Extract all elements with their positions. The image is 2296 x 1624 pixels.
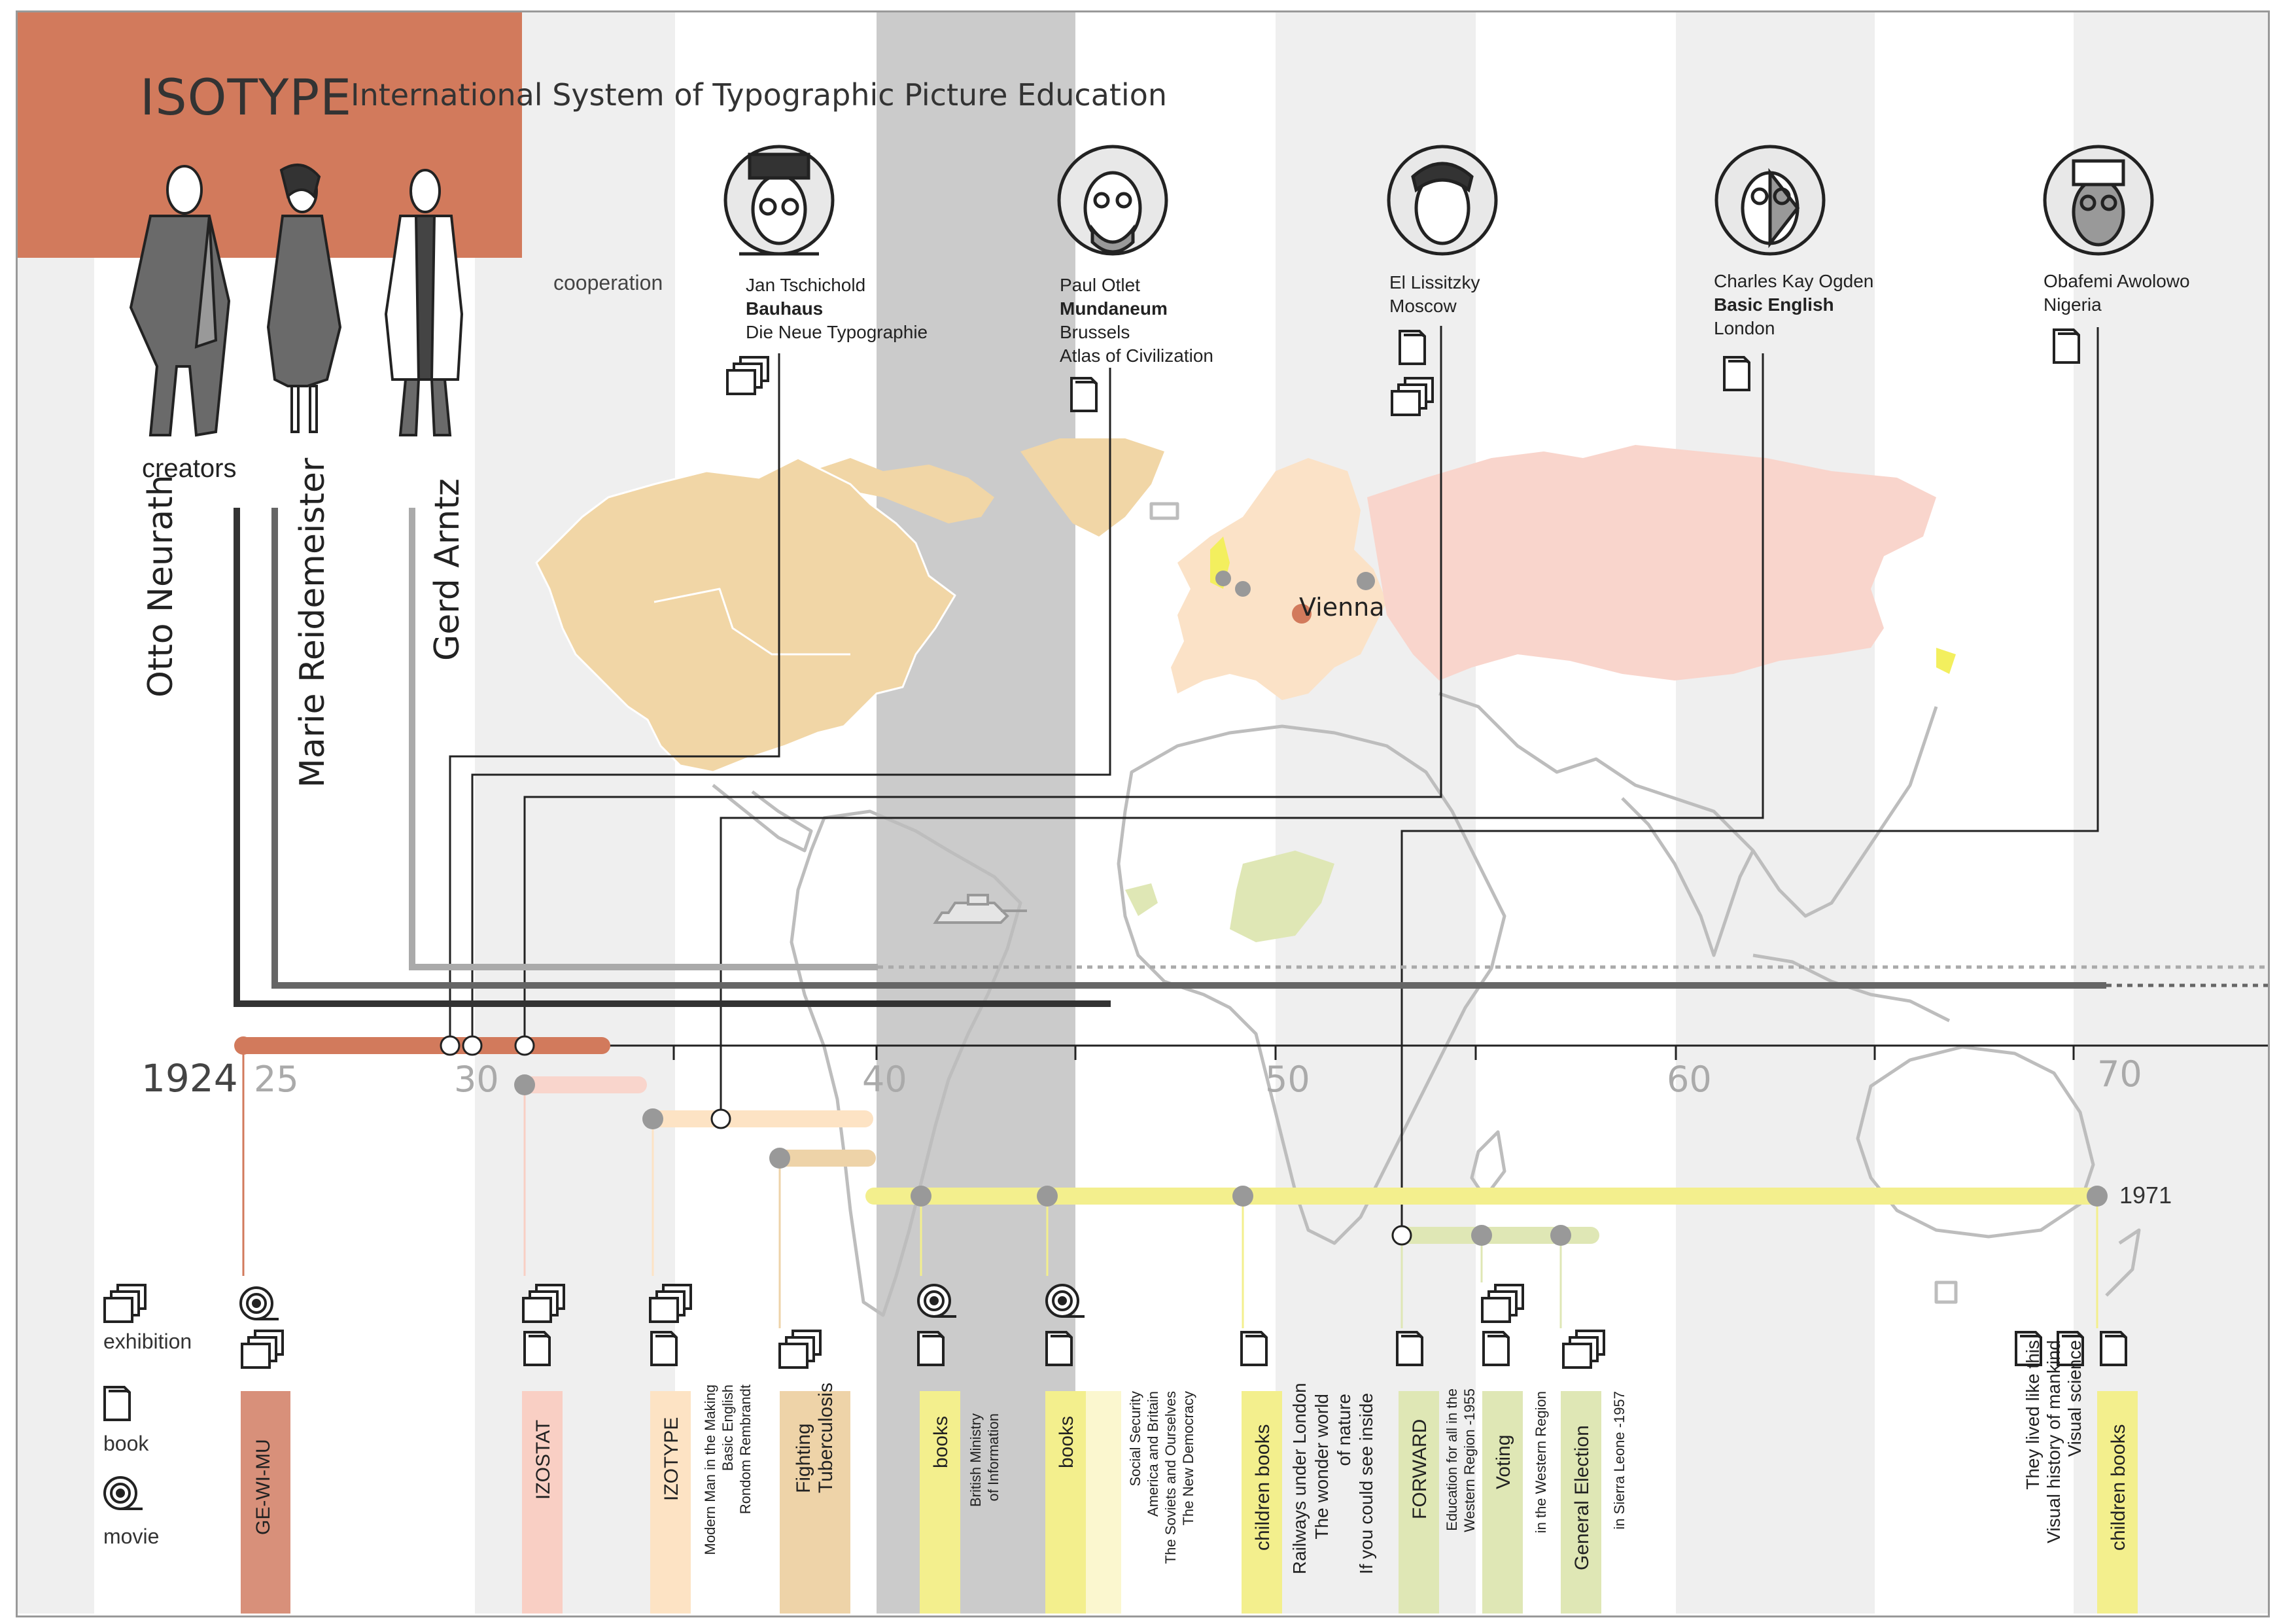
map-central-america [712, 784, 813, 853]
map-greenland [1020, 438, 1164, 537]
coop-name: Jan Tschichold [746, 275, 866, 295]
tick-label: 40 [862, 1059, 907, 1100]
city-dot [1215, 571, 1231, 586]
drop-lines [242, 1046, 2098, 1328]
project-label-block [920, 1391, 960, 1614]
vienna-dot [1292, 604, 1312, 624]
map-russia [1367, 445, 1936, 680]
page-subtitle: International System of Typographic Pict… [351, 77, 1167, 113]
project-label-block [1242, 1391, 1282, 1614]
page-frame [16, 10, 2270, 1617]
legend-exhibition-label: exhibition [103, 1330, 192, 1353]
tick-label: 30 [454, 1059, 499, 1100]
background-band-war [877, 10, 1075, 1614]
project-label-block [650, 1391, 691, 1614]
page-title: ISOTYPE [140, 68, 353, 126]
map-city-label: Vienna [1299, 593, 1385, 622]
coop-detail: Die Neue Typographie [746, 322, 928, 342]
creators-label: creators [142, 454, 237, 483]
coop-name: El Lissitzky [1389, 272, 1480, 292]
map-north-america [536, 458, 955, 772]
timeline-ticks [672, 1046, 2075, 1060]
background-band [1276, 10, 1476, 1614]
background-band [1676, 10, 1875, 1614]
legend-book-label: book [103, 1432, 149, 1455]
project-bars [235, 1037, 2106, 1244]
creator-figure-gerd [384, 169, 464, 436]
cooperation-label: cooperation [553, 271, 663, 294]
portrait-awolowo [2043, 145, 2154, 256]
creator-figure-otto [129, 165, 231, 437]
portrait-otlet [1057, 145, 1168, 256]
project-label-block [1086, 1391, 1121, 1614]
coop-name: Obafemi Awolowo [2044, 271, 2190, 291]
creator-figure-marie [266, 164, 342, 433]
map-west-africa [1125, 883, 1158, 916]
coop-detail: Nigeria [2044, 294, 2102, 315]
timeline-dots [234, 1035, 2108, 1246]
coop-person-ogden: Charles Kay Ogden Basic English London [1714, 270, 1873, 340]
coop-person-tschichold: Jan Tschichold Bauhaus Die Neue Typograp… [746, 274, 928, 344]
city-dot [1235, 581, 1251, 597]
project-label-block [2097, 1391, 2138, 1614]
tick-label: 70 [2097, 1053, 2142, 1095]
world-map [535, 438, 2141, 1317]
coop-org: Basic English [1714, 294, 1834, 315]
map-new-zealand [2105, 1228, 2141, 1297]
coop-detail: Brussels [1060, 322, 1130, 342]
tick-label: 50 [1265, 1059, 1310, 1100]
timeline-end-year: 1971 [2119, 1182, 2172, 1209]
map-europe [1171, 458, 1387, 700]
legend-movie-label: movie [103, 1525, 160, 1548]
coop-extra: Atlas of Civilization [1060, 345, 1213, 366]
coop-detail: London [1714, 318, 1775, 338]
map-nigeria [1230, 851, 1334, 942]
project-label-block [1399, 1391, 1439, 1614]
project-label-block [1561, 1391, 1601, 1614]
background-band [475, 10, 675, 1614]
coop-name: Charles Kay Ogden [1714, 271, 1874, 291]
coop-person-lissitzky: El Lissitzky Moscow [1389, 271, 1480, 318]
project-label-block [1482, 1391, 1523, 1614]
project-label-block [522, 1391, 563, 1614]
portrait-lissitzky [1387, 145, 1498, 256]
tick-label: 60 [1667, 1059, 1712, 1100]
coop-person-otlet: Paul Otlet Mundaneum Brussels Atlas of C… [1060, 274, 1213, 368]
tick-label: 25 [254, 1059, 299, 1100]
coop-detail: Moscow [1389, 296, 1457, 316]
city-dot [1357, 572, 1375, 590]
map-madagascar [1470, 1130, 1506, 1199]
creator-lines [234, 508, 2270, 1007]
portrait-tschichold [723, 145, 835, 256]
coop-person-awolowo: Obafemi Awolowo Nigeria [2044, 270, 2190, 317]
map-japan [1936, 648, 1956, 674]
coop-name: Paul Otlet [1060, 275, 1140, 295]
map-canada-islands [811, 458, 994, 523]
coop-org: Bauhaus [746, 298, 824, 319]
project-label-block [780, 1391, 850, 1614]
timeline-start-year: 1924 [141, 1056, 238, 1101]
portrait-ogden [1714, 145, 1826, 256]
background-band [16, 10, 94, 1614]
project-label-block [241, 1391, 290, 1614]
coop-org: Mundaneum [1060, 298, 1168, 319]
tank-icon [933, 894, 1027, 924]
project-label-block [1045, 1391, 1086, 1614]
